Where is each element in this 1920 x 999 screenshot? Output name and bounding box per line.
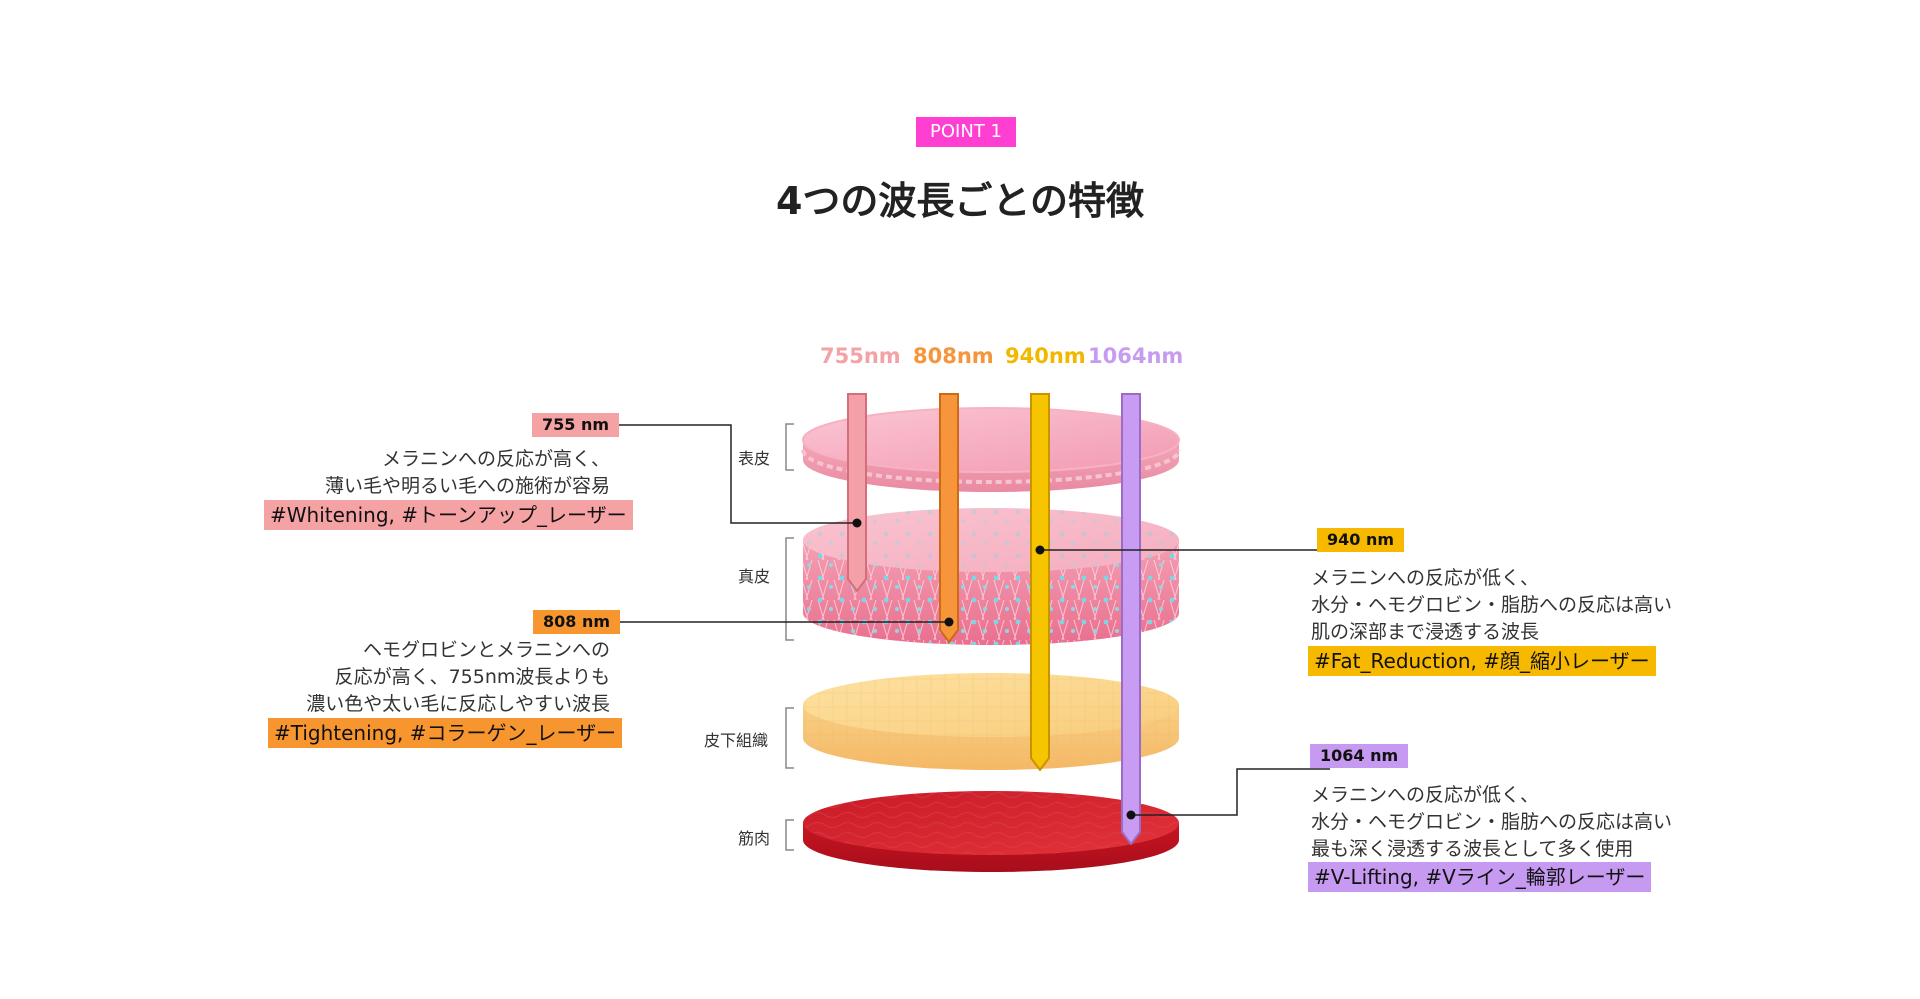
connector-lines <box>614 424 1337 816</box>
callout-808-description: ヘモグロビンとメラニンへの 反応が高く、755nm波長よりも 濃い色や太い毛に反… <box>220 637 610 718</box>
callout-1064-line-2: 水分・ヘモグロビン・脂肪への反応は高い <box>1311 811 1673 833</box>
callout-1064-hashtags: #V-Lifting, #Vライン_輪郭レーザー <box>1308 862 1652 892</box>
callout-1064-line-3: 最も深く浸透する波長として多く使用 <box>1311 838 1634 860</box>
callout-940-line-2: 水分・ヘモグロビン・脂肪への反応は高い <box>1311 594 1673 616</box>
muscle-layer <box>803 791 1179 872</box>
callout-808-hashtags: #Tightening, #コラーゲン_レーザー <box>268 718 623 748</box>
beam-755 <box>847 393 867 593</box>
layer-label-muscle: 筋肉 <box>738 829 771 848</box>
epidermis-layer <box>801 407 1181 492</box>
callout-940-tag: 940 nm <box>1317 528 1405 552</box>
callout-1064-tag: 1064 nm <box>1310 744 1409 768</box>
callout-940-line-3: 肌の深部まで浸透する波長 <box>1311 621 1540 643</box>
callout-1064-line-1: メラニンへの反応が低く、 <box>1311 784 1540 806</box>
subcutaneous-layer <box>803 673 1179 770</box>
wavelength-label-1064: 1064nm <box>1088 344 1184 368</box>
beam-808 <box>939 393 959 644</box>
callout-808-line-1: ヘモグロビンとメラニンへの <box>362 639 610 661</box>
callout-940-line-1: メラニンへの反応が低く、 <box>1311 567 1540 589</box>
callout-755-line-1: メラニンへの反応が高く、 <box>381 448 610 470</box>
callout-808-tag: 808 nm <box>533 610 621 634</box>
callout-755-line-2: 薄い毛や明るい毛への施術が容易 <box>324 475 610 497</box>
wavelength-label-940: 940nm <box>1005 344 1086 368</box>
callout-808-line-3: 濃い色や太い毛に反応しやすい波長 <box>306 693 610 715</box>
layer-label-subcutaneous: 皮下組織 <box>704 731 769 750</box>
beam-1064 <box>1121 393 1141 846</box>
connector-dots <box>852 518 1136 820</box>
callout-940-hashtags: #Fat_Reduction, #顔_縮小レーザー <box>1308 646 1656 676</box>
callout-755-description: メラニンへの反応が高く、 薄い毛や明るい毛への施術が容易 <box>260 446 610 500</box>
callout-940-description: メラニンへの反応が低く、 水分・ヘモグロビン・脂肪への反応は高い 肌の深部まで浸… <box>1311 565 1731 646</box>
beam-940 <box>1030 393 1050 772</box>
callout-755-hashtags: #Whitening, #トーンアップ_レーザー <box>264 500 633 530</box>
page-title: 4つの波長ごとの特徴 <box>775 179 1145 223</box>
wavelength-label-755: 755nm <box>820 344 901 368</box>
callout-755-tag: 755 nm <box>532 413 620 437</box>
layer-brackets <box>785 423 794 851</box>
callout-808-line-2: 反応が高く、755nm波長よりも <box>334 666 610 688</box>
layer-label-epidermis: 表皮 <box>738 449 771 468</box>
point-badge: POINT 1 <box>916 117 1016 147</box>
wavelength-label-808: 808nm <box>913 344 994 368</box>
layer-label-dermis: 真皮 <box>738 567 771 586</box>
callout-1064-description: メラニンへの反応が低く、 水分・ヘモグロビン・脂肪への反応は高い 最も深く浸透す… <box>1311 782 1731 863</box>
dermis-layer <box>803 508 1179 645</box>
